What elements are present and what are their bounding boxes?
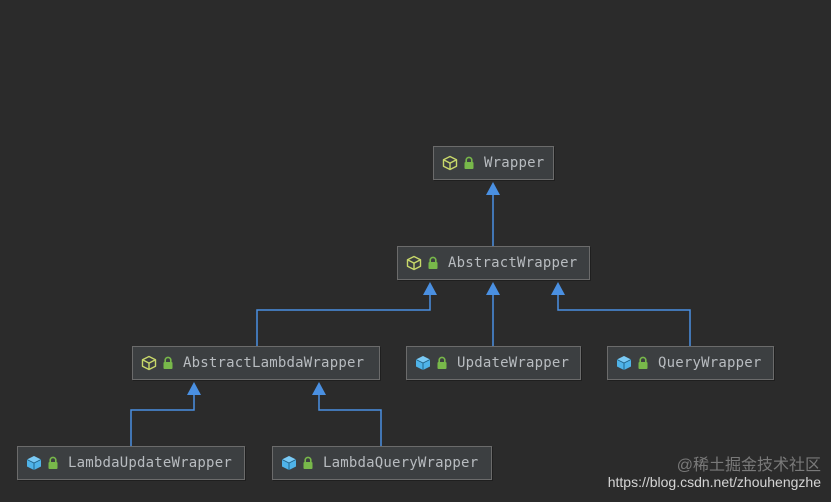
watermark-url: https://blog.csdn.net/zhouhengzhe [607, 474, 821, 490]
class-icon [26, 455, 42, 471]
lock-icon [47, 456, 59, 470]
edge-arrowhead [551, 282, 565, 295]
class-node-lambda-query-wrapper[interactable]: LambdaQueryWrapper [272, 446, 492, 480]
class-icon [616, 355, 632, 371]
class-node-label: Wrapper [484, 155, 545, 171]
lock-icon [637, 356, 649, 370]
class-node-label: UpdateWrapper [457, 355, 570, 371]
inheritance-edge-lambda-update-wrapper [130, 382, 201, 446]
lock-icon [302, 456, 314, 470]
abstract-class-icon [442, 155, 458, 171]
edge-line [318, 394, 382, 446]
class-node-label: QueryWrapper [658, 355, 762, 371]
edge-line [256, 294, 431, 346]
edge-arrowhead [423, 282, 437, 295]
inheritance-edge-update-wrapper [486, 282, 500, 346]
edge-arrowhead [486, 282, 500, 295]
class-node-abstract-wrapper[interactable]: AbstractWrapper [397, 246, 590, 280]
watermark: @稀土掘金技术社区 https://blog.csdn.net/zhouheng… [607, 457, 821, 491]
class-node-abstract-lambda-wrapper[interactable]: AbstractLambdaWrapper [132, 346, 380, 380]
class-node-label: AbstractWrapper [448, 255, 578, 271]
edge-line [130, 394, 195, 446]
inheritance-edge-abstract-wrapper [486, 182, 500, 246]
lock-icon [436, 356, 448, 370]
class-node-lambda-update-wrapper[interactable]: LambdaUpdateWrapper [17, 446, 245, 480]
edge-arrowhead [312, 382, 326, 395]
class-node-wrapper[interactable]: Wrapper [433, 146, 554, 180]
inheritance-edge-abstract-lambda-wrapper [256, 282, 437, 346]
inheritance-edges [130, 182, 691, 446]
edge-arrowhead [187, 382, 201, 395]
class-node-label: AbstractLambdaWrapper [183, 355, 365, 371]
edge-arrowhead [486, 182, 500, 195]
lock-icon [162, 356, 174, 370]
class-icon [281, 455, 297, 471]
edge-line [557, 294, 691, 346]
class-node-query-wrapper[interactable]: QueryWrapper [607, 346, 774, 380]
inheritance-edge-query-wrapper [551, 282, 691, 346]
class-node-label: LambdaUpdateWrapper [68, 455, 232, 471]
class-node-label: LambdaQueryWrapper [323, 455, 479, 471]
class-icon [415, 355, 431, 371]
inheritance-edge-lambda-query-wrapper [312, 382, 382, 446]
abstract-class-icon [141, 355, 157, 371]
lock-icon [463, 156, 475, 170]
class-node-update-wrapper[interactable]: UpdateWrapper [406, 346, 581, 380]
watermark-community: @稀土掘金技术社区 [676, 457, 821, 474]
lock-icon [427, 256, 439, 270]
abstract-class-icon [406, 255, 422, 271]
